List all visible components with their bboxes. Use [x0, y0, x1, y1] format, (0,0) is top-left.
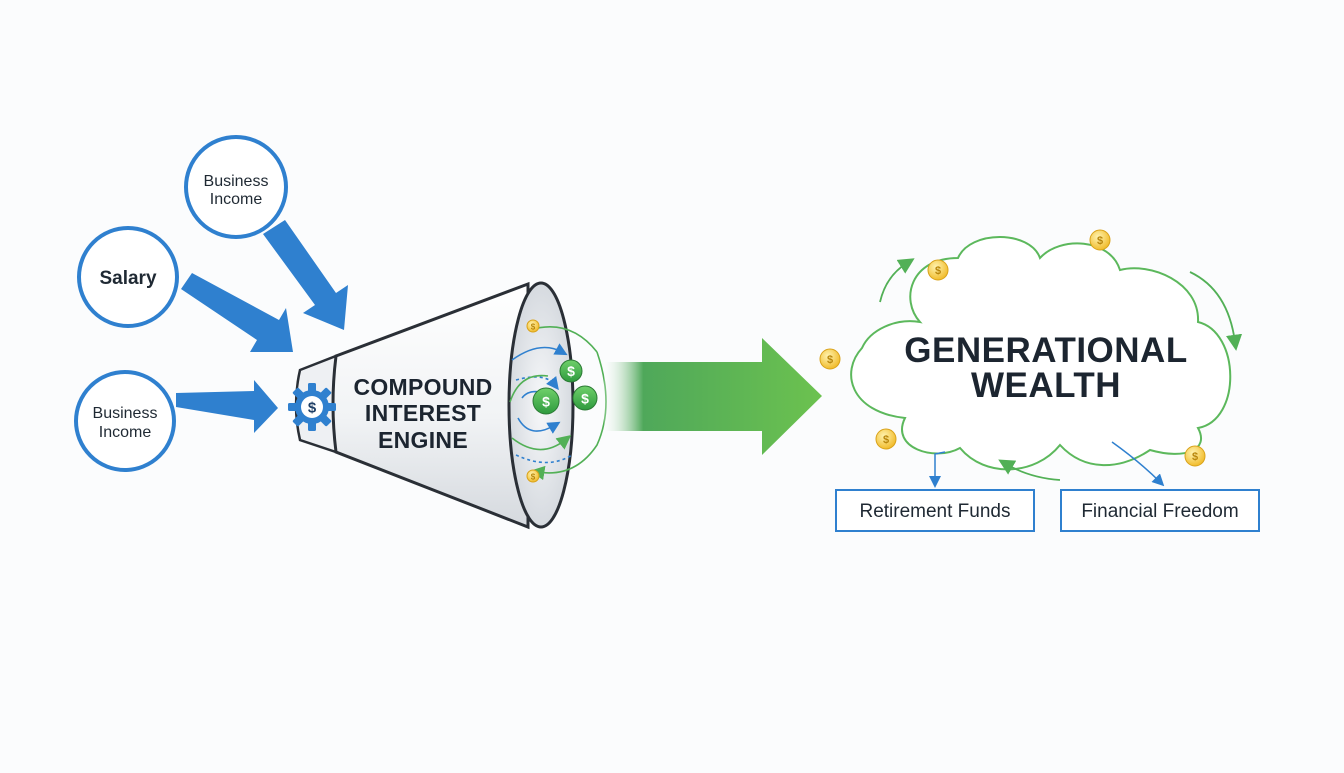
- svg-text:$: $: [1097, 235, 1103, 247]
- cycle-arrow-icon: [1189, 271, 1243, 351]
- arrow-business-income-bottom: [176, 380, 278, 433]
- outcome-label: Financial Freedom: [1081, 501, 1238, 522]
- coin-icon: $: [875, 428, 897, 450]
- input-label-line1: Business: [93, 405, 158, 422]
- svg-text:$: $: [1192, 451, 1198, 463]
- arrow-salary: [181, 273, 293, 352]
- swirl-flows: [509, 326, 607, 481]
- svg-text:$: $: [531, 473, 536, 482]
- svg-text:$: $: [935, 265, 941, 277]
- input-label-line2: Income: [210, 191, 263, 208]
- coin-icon: $: [526, 469, 540, 483]
- engine-label-line3: ENGINE: [378, 427, 468, 453]
- dollar-coin-icon: $: [559, 359, 583, 383]
- dollar-coin-icon: $: [532, 387, 560, 415]
- output-arrow: [604, 338, 822, 455]
- generational-wealth-cloud: GENERATIONAL WEALTH $ $ $ $ $: [819, 229, 1243, 488]
- wealth-label-line1: GENERATIONAL: [904, 331, 1187, 370]
- engine-label-line1: COMPOUND: [353, 374, 492, 400]
- input-label-line1: Business: [204, 173, 269, 190]
- outcome-retirement-funds: Retirement Funds: [835, 489, 1035, 532]
- gear-icon: $: [288, 383, 336, 431]
- connector-retirement: [929, 451, 946, 488]
- coin-icon: $: [526, 319, 540, 333]
- svg-text:$: $: [827, 354, 833, 366]
- svg-text:$: $: [531, 323, 536, 332]
- cycle-arrow-icon: [998, 459, 1061, 481]
- gear-dollar-glyph: $: [308, 400, 317, 417]
- coin-icon: $: [819, 348, 841, 370]
- coin-icon: $: [927, 259, 949, 281]
- input-label-salary: Salary: [99, 268, 156, 289]
- coin-icon: $: [1089, 229, 1111, 251]
- engine-label-line2: INTEREST: [365, 400, 481, 426]
- outcome-label: Retirement Funds: [859, 501, 1010, 522]
- cloud-outline: [850, 236, 1232, 471]
- input-arrows: [176, 220, 348, 433]
- wealth-label-line2: WEALTH: [971, 366, 1121, 405]
- cycle-arrow-icon: [879, 258, 915, 303]
- engine-funnel-body: [331, 281, 530, 530]
- svg-text:$: $: [567, 363, 575, 379]
- input-business-income-bottom: Business Income: [74, 370, 176, 472]
- compound-interest-engine: $ COMPOUND INTEREST ENGINE $ $: [288, 281, 607, 530]
- input-label-line2: Income: [99, 424, 152, 441]
- input-salary: Salary: [77, 226, 179, 328]
- connector-freedom: [1111, 441, 1165, 487]
- svg-text:$: $: [883, 434, 889, 446]
- arrow-business-income-top: [263, 220, 348, 330]
- coin-icon: $: [1184, 445, 1206, 467]
- svg-text:$: $: [581, 391, 589, 407]
- svg-text:$: $: [542, 394, 550, 410]
- dollar-coin-icon: $: [572, 385, 598, 411]
- outcome-financial-freedom: Financial Freedom: [1060, 489, 1260, 532]
- input-business-income-top: Business Income: [184, 135, 288, 239]
